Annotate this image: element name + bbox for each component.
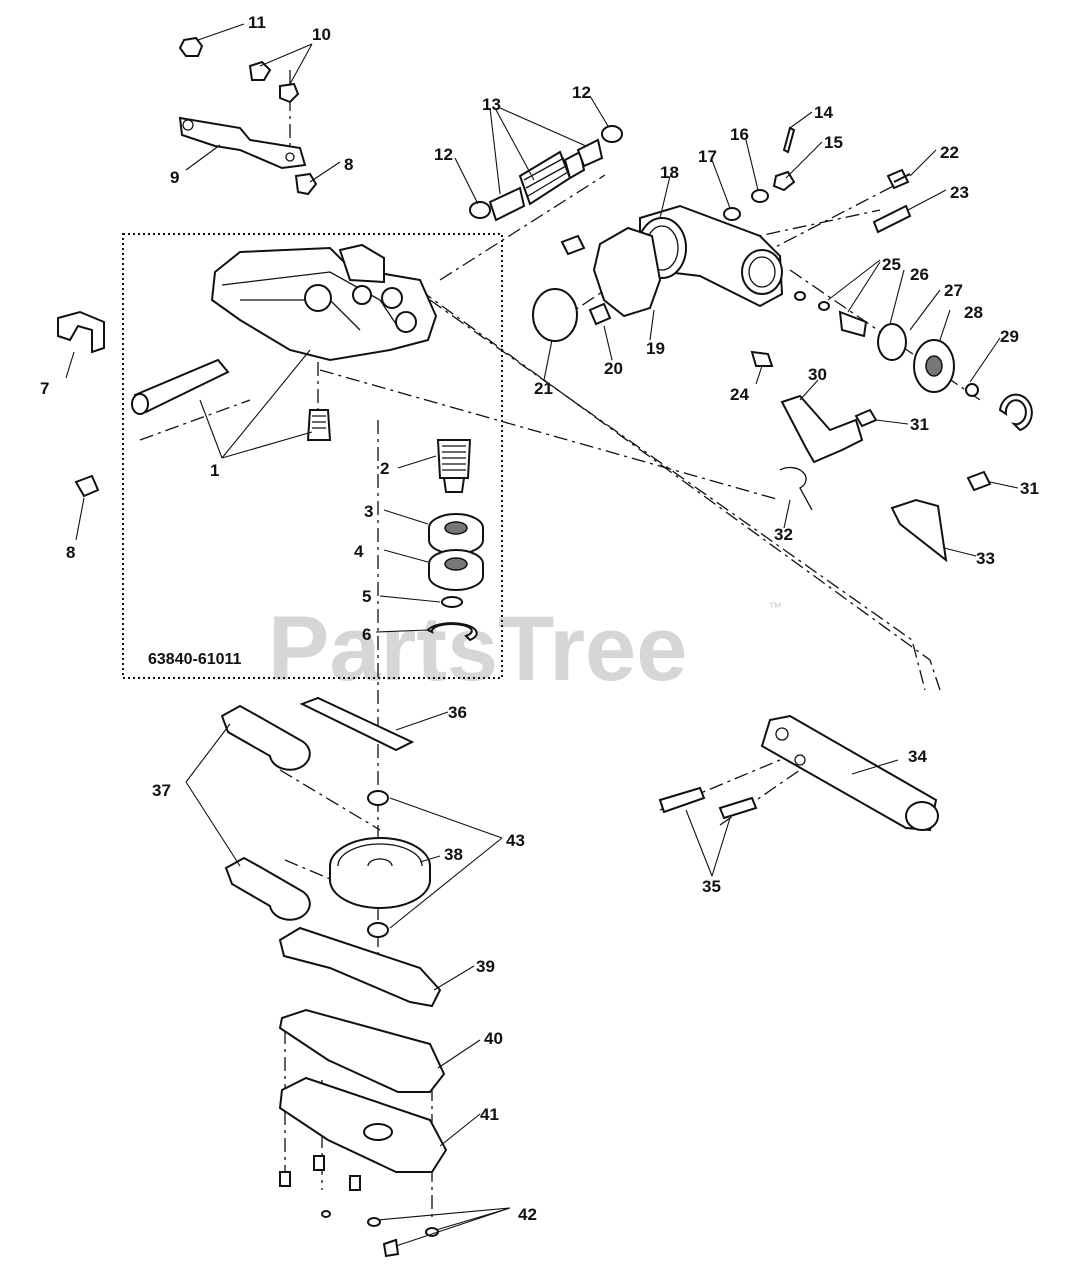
arm-37 [220,704,311,921]
callout-1: 1 [210,461,219,480]
plate-40 [278,1008,446,1093]
callout-10: 10 [312,25,331,44]
callout-21: 21 [534,379,553,398]
callout-27: 27 [944,281,963,300]
callout-30: 30 [808,365,827,384]
callout-24: 24 [730,385,749,404]
callout-23: 23 [950,183,969,202]
watermark: PartsTree ™ [268,598,782,700]
callout-8-upper: 8 [344,155,353,174]
hardware-14-17 [723,126,796,221]
callout-11: 11 [248,13,266,32]
callout-labels: 1 2 3 4 5 6 7 8 8 9 10 11 12 12 13 14 15… [40,13,1039,1224]
callout-12-left: 12 [434,145,453,164]
leader-lines [65,23,1019,1247]
callout-15: 15 [824,133,843,152]
callout-26: 26 [910,265,929,284]
callout-18: 18 [660,163,679,182]
callout-43: 43 [506,831,525,850]
callout-29: 29 [1000,327,1019,346]
callout-32: 32 [774,525,793,544]
shaft-34 [658,714,939,832]
callout-19: 19 [646,339,665,358]
callout-22: 22 [940,143,959,162]
callout-3: 3 [364,502,373,521]
gear-38 [329,790,431,938]
callout-13: 13 [482,95,501,114]
bracket-9 [178,36,318,196]
snap-ring-5 [441,596,463,608]
callout-4: 4 [354,542,364,561]
bolt-8 [74,474,100,498]
elbow-housing-18 [637,204,784,308]
callout-7: 7 [40,379,49,398]
callout-14: 14 [814,103,833,122]
callout-8-lower: 8 [66,543,75,562]
gearbox-housing-1 [131,243,438,441]
gasket-39 [278,926,442,1008]
callout-39: 39 [476,957,495,976]
bolt-22 [886,168,911,190]
bearing-3 [428,513,484,555]
callout-36: 36 [448,703,467,722]
bolt-20 [560,234,612,326]
callout-41: 41 [480,1105,499,1124]
callout-31-upper: 31 [910,415,929,434]
watermark-text: PartsTree [268,598,687,700]
clip-7 [57,310,105,354]
callout-20: 20 [604,359,623,378]
clip-24 [750,350,774,367]
gear-13 [469,125,623,222]
pinion-gear-2 [436,439,472,493]
snap-ring-6 [426,622,478,642]
callout-2: 2 [380,459,389,478]
callout-38: 38 [444,845,463,864]
callout-33: 33 [976,549,995,568]
callout-25: 25 [882,255,901,274]
plate-36 [299,696,415,752]
callout-31-lower: 31 [1020,479,1039,498]
gasket-19 [592,226,662,318]
callout-16: 16 [730,125,749,144]
bearing-4 [428,549,484,591]
callout-37: 37 [152,781,171,800]
callout-28: 28 [964,303,983,322]
shaft-stack-25-29 [794,291,1033,432]
callout-9: 9 [170,168,179,187]
callout-5: 5 [362,587,371,606]
screws-42 [279,1155,439,1258]
callout-42: 42 [518,1205,537,1224]
callout-6: 6 [362,625,371,644]
assembly-number: 63840-61011 [148,651,242,668]
lever-30 [779,394,992,563]
watermark-trademark: ™ [768,599,782,615]
callout-40: 40 [484,1029,503,1048]
cover-41 [278,1076,448,1173]
callout-12-right: 12 [572,83,591,102]
o-ring-21 [532,288,578,342]
subassembly-box [122,233,503,679]
callout-34: 34 [908,747,927,766]
callout-35: 35 [702,877,721,896]
callout-17: 17 [698,147,717,166]
bolt-23 [872,204,912,234]
